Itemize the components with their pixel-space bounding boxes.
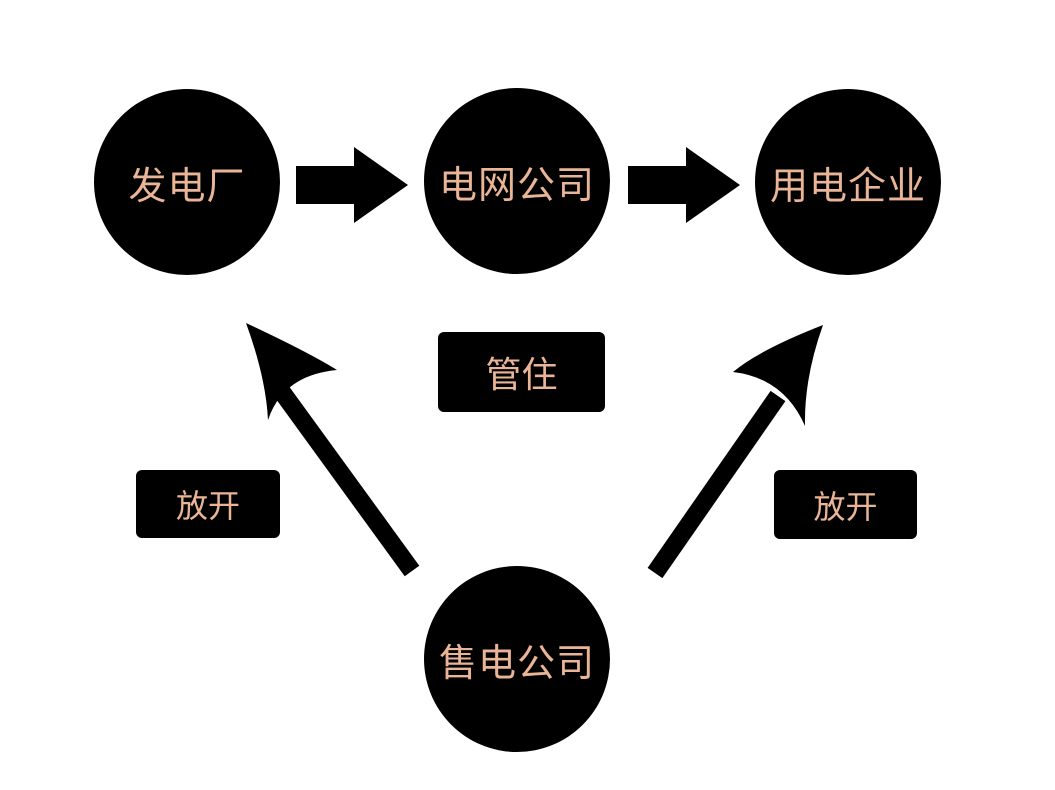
- node-power-plant-label: 发电厂: [128, 163, 246, 208]
- label-open-right: 放开: [774, 470, 917, 539]
- node-power-user: 用电企业: [755, 89, 941, 275]
- arrow-grid-to-user: [628, 147, 740, 223]
- node-retail-company-label: 售电公司: [438, 640, 595, 685]
- arrow-retail-to-user: [647, 325, 823, 579]
- node-grid-company-label: 电网公司: [438, 162, 595, 207]
- node-power-user-label: 用电企业: [769, 163, 926, 208]
- arrow-retail-to-plant: [246, 323, 420, 577]
- label-open-left-text: 放开: [175, 487, 240, 525]
- arrow-plant-to-grid: [296, 147, 408, 223]
- label-control-text: 管住: [485, 355, 558, 396]
- label-open-left: 放开: [136, 470, 280, 538]
- node-power-plant: 发电厂: [94, 89, 280, 275]
- node-grid-company: 电网公司: [424, 88, 610, 274]
- label-open-right-text: 放开: [813, 487, 878, 526]
- label-control: 管住: [438, 332, 605, 412]
- node-retail-company: 售电公司: [424, 566, 610, 752]
